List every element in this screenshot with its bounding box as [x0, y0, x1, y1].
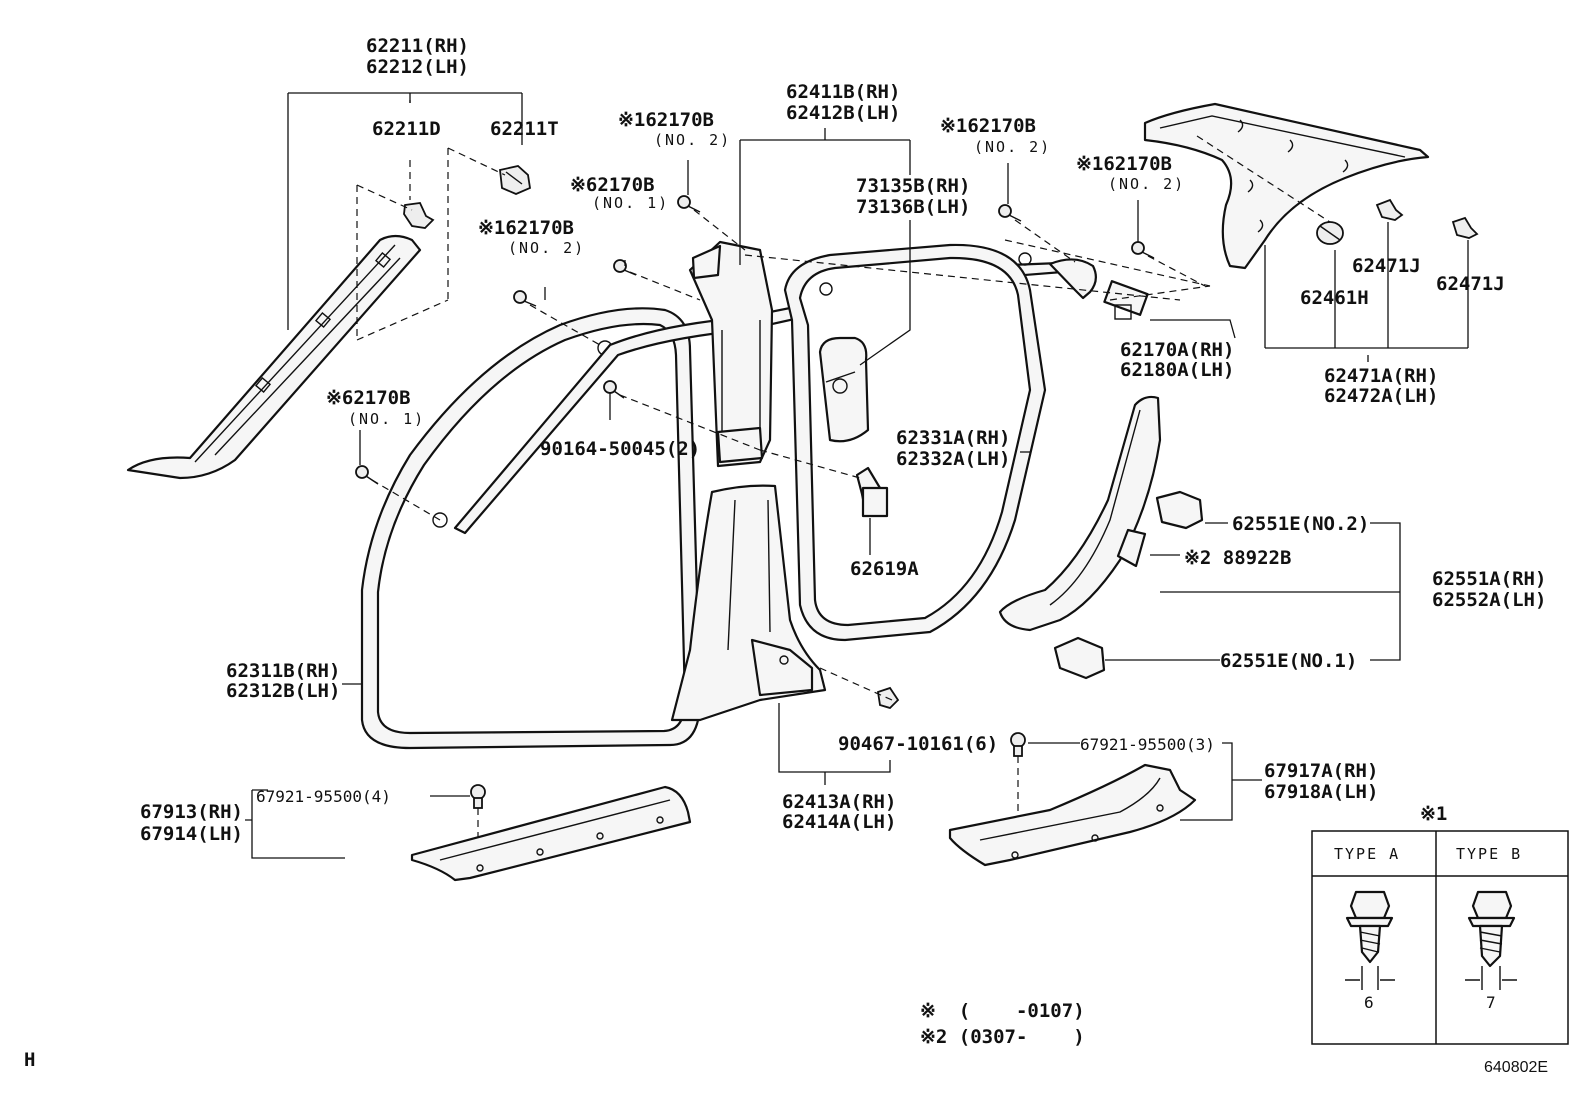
label-62413a: 62413A(RH) — [782, 791, 896, 813]
label-62461h: 62461H — [1300, 287, 1369, 309]
label-no1-a: (NO. 1) — [592, 194, 669, 212]
center-pillar-lower-garnish — [670, 484, 827, 722]
dim-type-b: 7 — [1486, 993, 1496, 1012]
clip-62471j-2 — [1451, 216, 1479, 239]
dim-type-a: 6 — [1364, 993, 1374, 1012]
label-no2-a: (NO. 2) — [654, 131, 731, 149]
clip-62551e-no1 — [1053, 636, 1106, 680]
label-62414a: 62414A(LH) — [782, 811, 896, 833]
label-67918a: 67918A(LH) — [1264, 781, 1378, 803]
label-62551a: 62551A(RH) — [1432, 568, 1546, 590]
screw-62170b-4 — [677, 195, 701, 213]
label-62551e-no2: 62551E(NO.2) — [1232, 513, 1369, 535]
label-no1-b: (NO. 1) — [348, 410, 425, 428]
clip-62471j-1 — [1375, 198, 1404, 221]
type-a-label: TYPE A — [1334, 845, 1400, 863]
label-73135b: 73135B(RH) — [856, 175, 970, 197]
footnote-2: ※2 (0307- ) — [920, 1026, 1085, 1048]
label-62170a: 62170A(RH) — [1120, 339, 1234, 361]
seat-belt-anchor-cover — [818, 336, 870, 443]
screw-67921-3 — [1010, 732, 1026, 757]
screw-62170b-6 — [1131, 241, 1155, 259]
front-scuff-plate — [410, 785, 692, 882]
label-62170b-no2-c: ※162170B — [940, 115, 1036, 137]
label-62211t: 62211T — [490, 118, 559, 140]
label-90164: 90164-50045(2) — [540, 438, 700, 460]
corner-mark: H — [24, 1049, 35, 1071]
label-67917a: 67917A(RH) — [1264, 760, 1378, 782]
screw-67921-4 — [470, 784, 486, 809]
type-b-label: TYPE B — [1456, 845, 1522, 863]
label-62211d: 62211D — [372, 118, 441, 140]
bracket-62619a — [855, 466, 889, 518]
label-62411b: 62411B(RH) — [786, 81, 900, 103]
label-62211: 62211(RH) — [366, 35, 469, 57]
clip-62211d — [403, 202, 435, 229]
part-labels: 62211(RH) 62212(LH) 62211D 62211T ※16217… — [24, 35, 1548, 1076]
label-no2-c: (NO. 2) — [974, 138, 1051, 156]
package-tray-trim — [1143, 102, 1430, 270]
clip-62461h — [1316, 221, 1344, 245]
label-73136b: 73136B(LH) — [856, 196, 970, 218]
label-62619a: 62619A — [850, 558, 919, 580]
label-no2-b: (NO. 2) — [508, 239, 585, 257]
bolt-type-b — [1465, 890, 1517, 990]
screws — [355, 195, 1155, 809]
figure-code: 640802E — [1484, 1059, 1548, 1076]
front-pillar-garnish — [126, 234, 422, 480]
label-62170b-no2-d: ※162170B — [1076, 153, 1172, 175]
note-1-mark: ※1 — [1420, 803, 1447, 825]
label-62552a: 62552A(LH) — [1432, 589, 1546, 611]
label-no2-d: (NO. 2) — [1108, 175, 1185, 193]
center-pillar-upper-garnish — [688, 240, 774, 468]
label-62312b: 62312B(LH) — [226, 680, 340, 702]
label-62471j-2: 62471J — [1436, 273, 1505, 295]
clip-88922b — [1116, 528, 1147, 568]
label-67913: 67913(RH) — [140, 801, 243, 823]
front-door-weatherstrip — [360, 307, 702, 750]
label-62170b-no1-a: ※62170B — [570, 174, 655, 196]
label-90467: 90467-10161(6) — [838, 733, 998, 755]
label-62170b-no2-b: ※162170B — [478, 217, 574, 239]
label-67914: 67914(LH) — [140, 823, 243, 845]
screw-62170b-2 — [513, 290, 537, 307]
label-62170b-no1-b: ※62170B — [326, 387, 411, 409]
label-62471j-1: 62471J — [1352, 255, 1421, 277]
label-62551e-no1: 62551E(NO.1) — [1220, 650, 1357, 672]
clip-62211t — [499, 165, 531, 195]
label-67921-3: 67921-95500(3) — [1080, 735, 1215, 754]
rear-scuff-plate — [948, 763, 1197, 867]
label-62332a: 62332A(LH) — [896, 448, 1010, 470]
label-88922b: ※2 88922B — [1184, 547, 1291, 569]
label-62412b: 62412B(LH) — [786, 102, 900, 124]
label-67921-4: 67921-95500(4) — [256, 787, 391, 806]
label-62472a: 62472A(LH) — [1324, 385, 1438, 407]
label-62180a: 62180A(LH) — [1120, 359, 1234, 381]
label-62170b-no2-a: ※162170B — [618, 109, 714, 131]
leader-lines — [245, 100, 1401, 859]
footnote-1: ※ ( -0107) — [920, 1000, 1085, 1022]
clip-62551e-no2 — [1155, 490, 1204, 530]
bolt-type-a — [1345, 890, 1395, 990]
label-62331a: 62331A(RH) — [896, 427, 1010, 449]
rear-quarter-garnish — [998, 395, 1162, 632]
screw-62170b-5 — [998, 204, 1022, 222]
label-62212: 62212(LH) — [366, 56, 469, 78]
label-62471a: 62471A(RH) — [1324, 365, 1438, 387]
label-62311b: 62311B(RH) — [226, 660, 340, 682]
type-box — [1311, 830, 1569, 1045]
